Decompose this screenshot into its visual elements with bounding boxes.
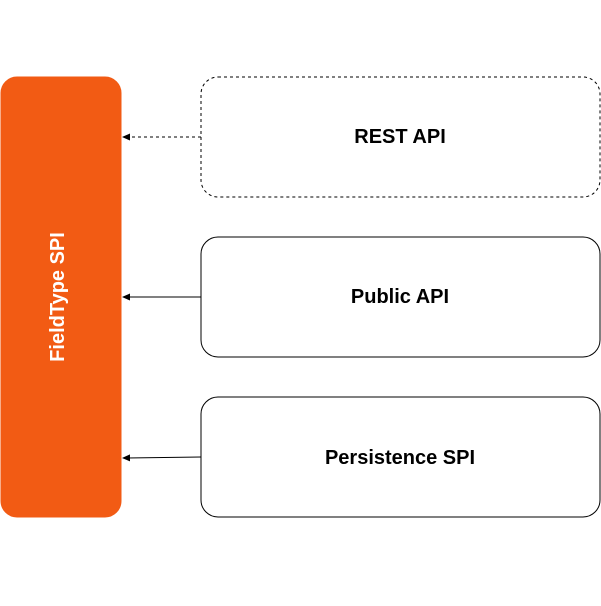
persistence-spi-label: Persistence SPI	[325, 447, 475, 469]
persistence-spi-arrow	[122, 454, 202, 462]
persistence-spi-box: Persistence SPI	[200, 396, 601, 518]
fieldtype-spi-block: FieldType SPI	[0, 76, 122, 518]
public-api-box: Public API	[200, 236, 601, 358]
fieldtype-spi-rect	[0, 76, 122, 518]
rest-api-box: REST API	[200, 76, 601, 198]
fieldtype-spi-label: FieldType SPI	[47, 232, 69, 362]
public-api-label: Public API	[351, 286, 449, 308]
rest-api-label: REST API	[354, 126, 446, 148]
